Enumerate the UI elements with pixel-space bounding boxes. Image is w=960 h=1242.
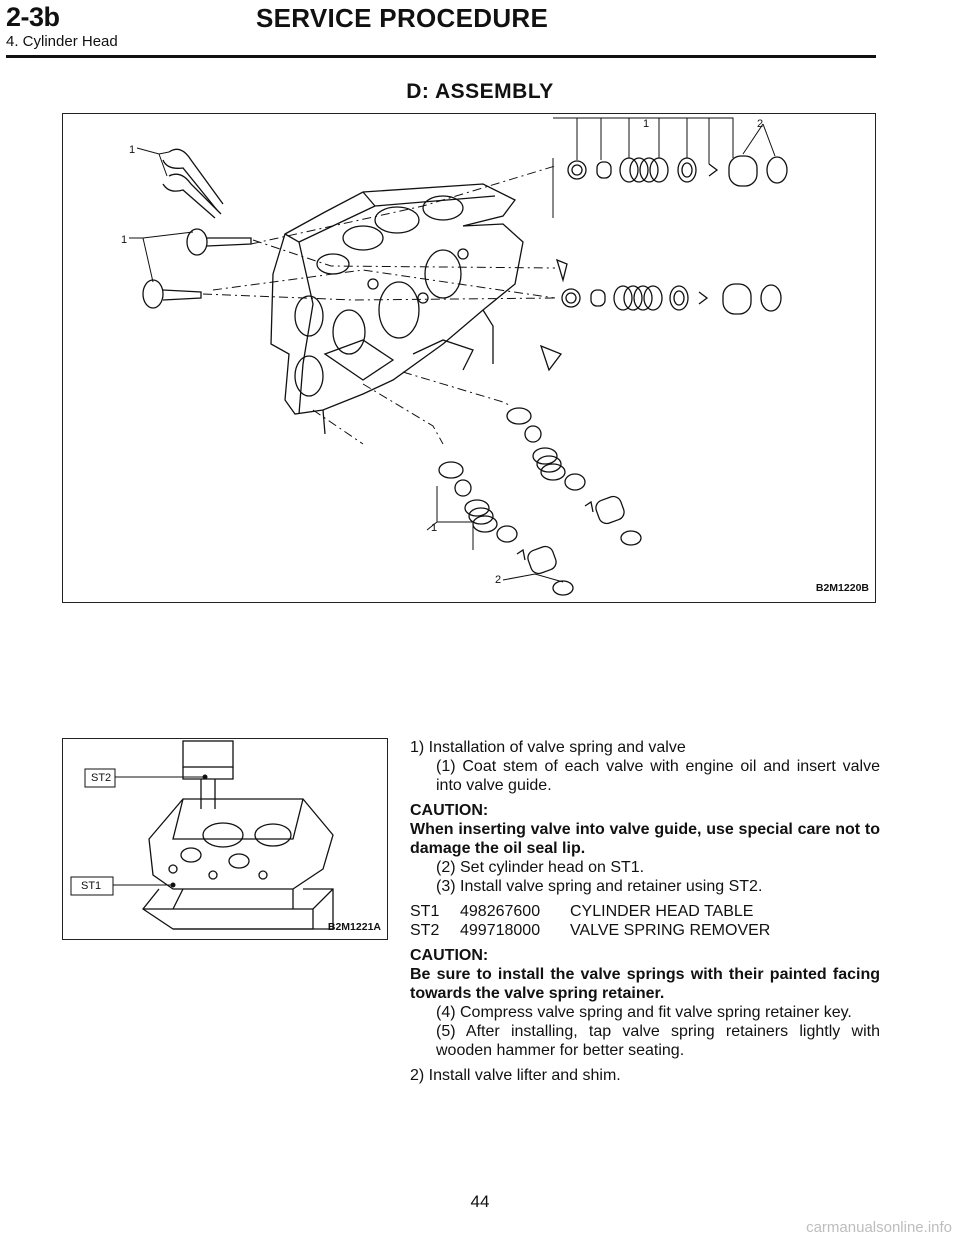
tool-name: VALVE SPRING REMOVER	[570, 922, 771, 939]
callout-1: 1	[121, 234, 128, 246]
section-title: D: ASSEMBLY	[406, 80, 554, 103]
tool-code: ST1	[410, 903, 440, 920]
callout-1: 1	[129, 144, 136, 156]
cylinder-head-exploded-illustration	[129, 117, 788, 596]
special-tool-figure: ST2 ST1 B2M1221A	[62, 738, 388, 940]
step-2: 2) Install valve lifter and shim.	[410, 1067, 621, 1084]
figure-code: B2M1220B	[815, 582, 869, 594]
watermark: carmanualsonline.info	[806, 1219, 952, 1236]
callout-2: 2	[757, 118, 764, 130]
caution-heading: CAUTION:	[410, 802, 489, 819]
procedure-text: 1) Installation of valve spring and valv…	[410, 738, 880, 1085]
cylinder-head-on-table-illustration	[70, 740, 334, 930]
callout-2: 2	[495, 574, 502, 586]
tool-name: CYLINDER HEAD TABLE	[570, 903, 754, 920]
header-subtitle: 4. Cylinder Head	[6, 33, 118, 50]
step-1-1: (1) Coat stem of each valve with engine …	[436, 758, 880, 794]
step-1-5: (5) After installing, tap valve spring r…	[436, 1023, 880, 1059]
tool-number: 499718000	[460, 922, 541, 939]
step-1-2: (2) Set cylinder head on ST1.	[436, 859, 645, 876]
step-1-3: (3) Install valve spring and retainer us…	[436, 878, 763, 895]
tool-code: ST2	[410, 922, 440, 939]
page-number: 44	[470, 1192, 490, 1211]
header-title: SERVICE PROCEDURE	[256, 3, 549, 33]
step-1: 1) Installation of valve spring and valv…	[410, 739, 686, 756]
tool-row: ST1 498267600 CYLINDER HEAD TABLE	[410, 902, 880, 921]
figure-code: B2M1221A	[327, 921, 381, 933]
caution-heading: CAUTION:	[410, 947, 489, 964]
tool-label-st1: ST1	[81, 880, 102, 892]
tool-label-st2: ST2	[91, 772, 112, 784]
step-1-4: (4) Compress valve spring and fit valve …	[436, 1004, 852, 1021]
tool-number: 498267600	[460, 903, 541, 920]
exploded-view-figure: 1 1 1 1 2 2 B2M1220B	[62, 113, 876, 603]
callout-1: 1	[431, 522, 438, 534]
caution-text: Be sure to install the valve springs wit…	[410, 966, 880, 1002]
tool-row: ST2 499718000 VALVE SPRING REMOVER	[410, 921, 880, 940]
header-rule	[6, 55, 876, 58]
caution-text: When inserting valve into valve guide, u…	[410, 821, 880, 857]
section-code: 2-3b	[6, 2, 60, 32]
callout-1: 1	[643, 118, 650, 130]
